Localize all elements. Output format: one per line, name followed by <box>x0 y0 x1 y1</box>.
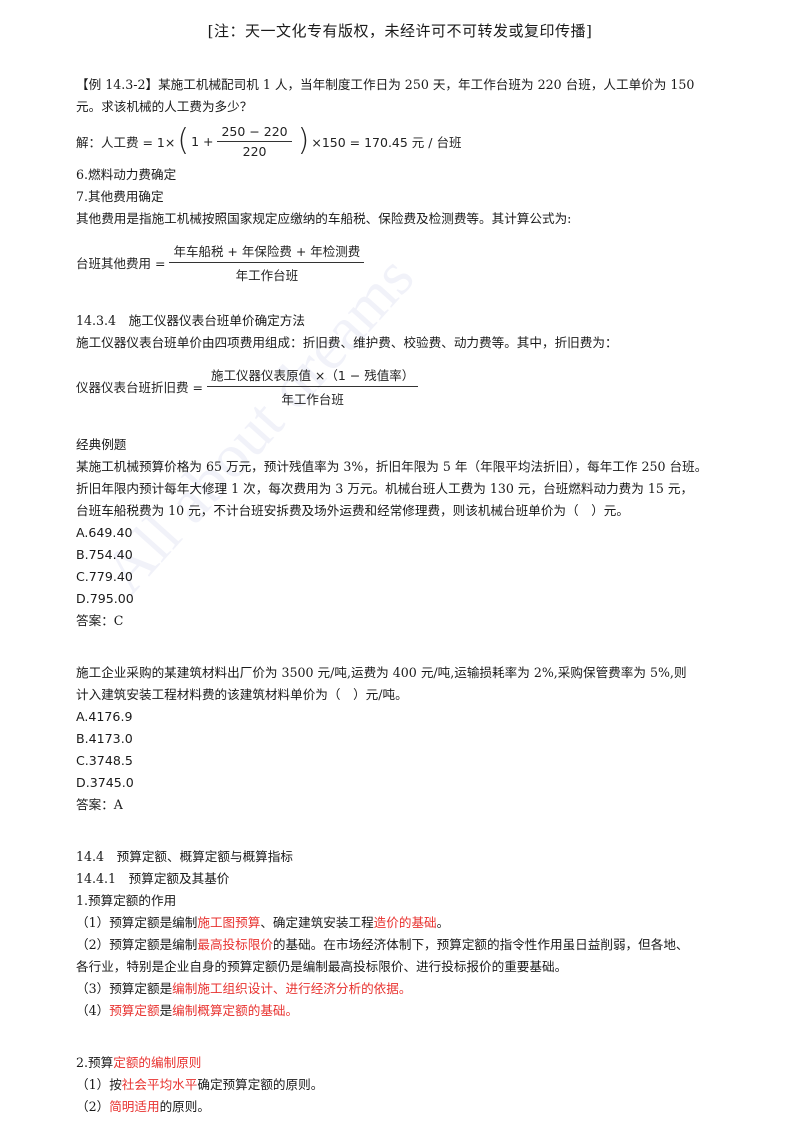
question-2-option-b: B.4173.0 <box>76 731 133 746</box>
other-fee-fraction: 年车船税 + 年保险费 + 年检测费 年工作台班 <box>169 241 365 284</box>
section-14-4-heading: 14.4 预算定额、概算定额与概算指标 <box>76 849 293 864</box>
right-paren: ) <box>297 123 310 158</box>
question-1-option-a: A.649.40 <box>76 525 133 540</box>
question-2-option-a: A.4176.9 <box>76 709 133 724</box>
example-line-2: 元。求该机械的人工费为多少？ <box>76 99 253 114</box>
question-2-option-c: C.3748.5 <box>76 753 133 768</box>
solution-numerator: 250 − 220 <box>217 124 292 142</box>
solution-formula: 解：人工费 = 1× ( 1 + 250 − 220 220 ) ×150 = … <box>76 118 748 164</box>
instrument-formula-fraction: 施工仪器仪表原值 ×（1 − 残值率） 年工作台班 <box>206 365 419 408</box>
other-fee-description: 其他费用是指施工机械按照国家规定应缴纳的车船税、保险费及检测费等。其计算公式为: <box>76 211 572 226</box>
solution-denominator: 220 <box>242 143 267 159</box>
section-7-heading: 7.其他费用确定 <box>76 189 164 204</box>
question-1-answer: 答案：C <box>76 613 124 628</box>
solution-fraction: 250 − 220 220 <box>217 124 292 159</box>
highlight-construction-budget: 施工图预算 <box>197 915 261 930</box>
role-item-4: （4）预算定额是编制概算定额的基础。 <box>76 1003 299 1018</box>
other-fee-denominator: 年工作台班 <box>235 267 299 283</box>
section-14-3-4-heading: 14.3.4 施工仪器仪表台班单价确定方法 <box>76 313 305 328</box>
question-1-line-1: 某施工机械预算价格为 65 万元，预计残值率为 3%，折旧年限为 5 年（年限平… <box>76 459 708 474</box>
other-fee-numerator: 年车船税 + 年保险费 + 年检测费 <box>169 241 365 263</box>
role-title: 1.预算定额的作用 <box>76 893 177 908</box>
section-6-heading: 6.燃料动力费确定 <box>76 167 177 182</box>
question-1-line-2: 折旧年限内预计每年大修理 1 次，每次费用为 3 万元。机械台班人工费为 130… <box>76 481 694 496</box>
highlight-cost-basis: 造价的基础 <box>373 915 437 930</box>
highlight-compilation-principles: 定额的编制原则 <box>113 1055 202 1070</box>
example-line-1: 【例 14.3-2】某施工机械配司机 1 人，当年制度工作日为 250 天，年工… <box>76 77 695 92</box>
highlight-budget-quota: 预算定额 <box>109 1003 160 1018</box>
principle-item-1: （1）按社会平均水平确定预算定额的原则。 <box>76 1077 324 1092</box>
section-14-4-1-heading: 14.4.1 预算定额及其基价 <box>76 871 230 886</box>
highlight-max-bid-limit: 最高投标限价 <box>197 937 273 952</box>
question-1-option-d: D.795.00 <box>76 591 134 606</box>
highlight-simple-applicable: 简明适用 <box>109 1099 160 1114</box>
solution-prefix: 解：人工费 = 1× <box>76 134 176 150</box>
principle-title: 2.预算定额的编制原则 <box>76 1055 202 1070</box>
copyright-header: [注：天一文化专有版权，未经许可不可转发或复印传播] <box>207 22 593 40</box>
role-item-2-continued: 各行业，特别是企业自身的预算定额仍是编制最高投标限价、进行投标报价的重要基础。 <box>76 959 568 974</box>
highlight-social-average: 社会平均水平 <box>121 1077 198 1092</box>
classic-examples-title: 经典例题 <box>76 437 127 452</box>
question-2-line-1: 施工企业采购的某建筑材料出厂价为 3500 元/吨,运费为 400 元/吨,运输… <box>76 665 687 680</box>
principle-item-2: （2）简明适用的原则。 <box>76 1099 210 1114</box>
question-1-line-3: 台班车船税费为 10 元，不计台班安拆费及场外运费和经常修理费，则该机械台班单价… <box>76 503 629 518</box>
instrument-formula-numerator: 施工仪器仪表原值 ×（1 − 残值率） <box>206 365 419 387</box>
role-item-1: （1）预算定额是编制施工图预算、确定建筑安装工程造价的基础。 <box>76 915 450 930</box>
solution-suffix: ×150 = 170.45 元 / 台班 <box>311 134 462 150</box>
question-1-option-b: B.754.40 <box>76 547 133 562</box>
other-fee-formula: 台班其他费用 = 年车船税 + 年保险费 + 年检测费 年工作台班 <box>76 236 748 288</box>
left-paren: ( <box>177 123 190 158</box>
other-fee-lhs: 台班其他费用 = <box>76 255 166 271</box>
highlight-estimate-quota-basis: 编制概算定额的基础。 <box>172 1003 299 1018</box>
highlight-construction-organization: 编制施工组织设计、进行经济分析的依据。 <box>172 981 412 996</box>
solution-one-plus: 1 + <box>191 133 214 149</box>
instrument-description: 施工仪器仪表台班单价由四项费用组成：折旧费、维护费、校验费、动力费等。其中，折旧… <box>76 335 618 350</box>
role-item-3: （3）预算定额是编制施工组织设计、进行经济分析的依据。 <box>76 981 412 996</box>
instrument-depreciation-formula: 仪器仪表台班折旧费 = 施工仪器仪表原值 ×（1 − 残值率） 年工作台班 <box>76 360 748 412</box>
question-2-line-2: 计入建筑安装工程材料费的该建筑材料单价为（ ）元/吨。 <box>76 687 408 702</box>
instrument-formula-denominator: 年工作台班 <box>281 391 344 407</box>
question-1-option-c: C.779.40 <box>76 569 133 584</box>
question-2-answer: 答案：A <box>76 797 123 812</box>
instrument-formula-lhs: 仪器仪表台班折旧费 = <box>76 379 203 395</box>
role-item-2: （2）预算定额是编制最高投标限价的基础。在市场经济体制下，预算定额的指令性作用虽… <box>76 937 689 952</box>
document-body: 【例 14.3-2】某施工机械配司机 1 人，当年制度工作日为 250 天，年工… <box>76 74 748 1118</box>
question-2-option-d: D.3745.0 <box>76 775 134 790</box>
